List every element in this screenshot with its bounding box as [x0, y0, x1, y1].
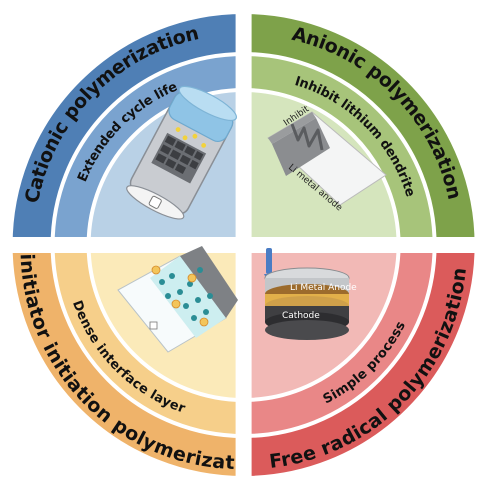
horizontal-divider: [6, 237, 481, 253]
coin-anode-label: Li Metal Anode: [290, 283, 357, 293]
cylinder-battery-illustration: [126, 85, 237, 220]
coin-cathode-label: Cathode: [282, 311, 320, 321]
interface-layer-illustration: [117, 246, 238, 353]
coin-cell-illustration: Li Metal Anode Cathode: [264, 248, 357, 340]
